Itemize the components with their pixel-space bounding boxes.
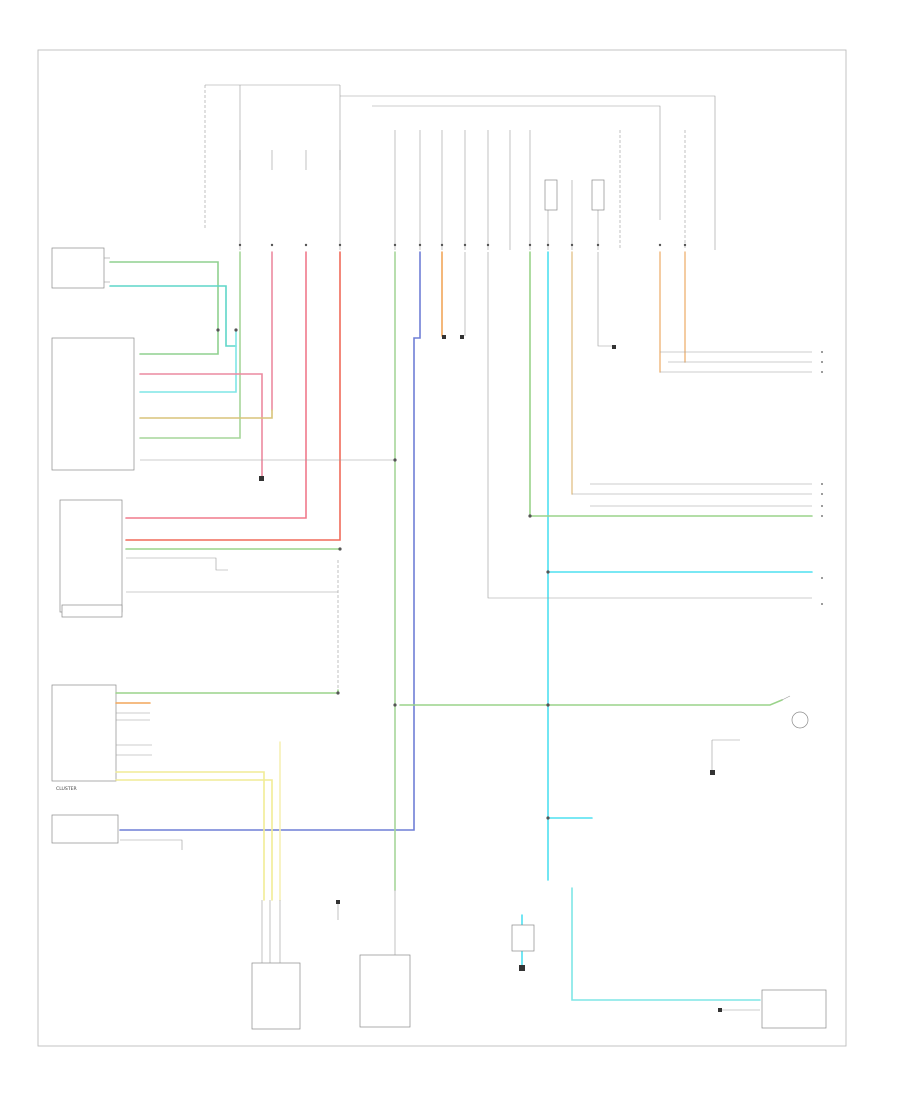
junction-dots bbox=[216, 328, 550, 820]
wire-pink-col-306 bbox=[125, 251, 307, 519]
steering-control-module bbox=[61, 604, 123, 618]
wire-tan-pcm bbox=[139, 409, 273, 419]
powertrain-control-module bbox=[51, 247, 135, 471]
cluster: CLUSTER bbox=[51, 684, 117, 792]
ground-icon bbox=[612, 345, 616, 349]
grounds bbox=[259, 335, 722, 1012]
wire-light-green-2 bbox=[139, 329, 219, 355]
fuse-block bbox=[204, 84, 716, 250]
wire-blue bbox=[119, 251, 421, 831]
ground-icon bbox=[442, 335, 464, 339]
diagram-frame bbox=[37, 49, 847, 1047]
junction-lamp bbox=[761, 989, 827, 1029]
wire-light-green-1 bbox=[109, 261, 219, 331]
ground-icon bbox=[710, 770, 715, 775]
ground-icon bbox=[519, 965, 525, 971]
brake-lamp-switch-lower bbox=[251, 900, 301, 1030]
wire-green-mid bbox=[399, 699, 783, 706]
wires bbox=[109, 251, 813, 1011]
connector-row-top bbox=[238, 243, 687, 247]
wire-teal-2 bbox=[139, 329, 237, 393]
terminal-marks bbox=[821, 351, 823, 605]
ground-icon bbox=[259, 476, 264, 481]
ground-icon bbox=[718, 1008, 722, 1012]
wire-red-stop bbox=[125, 251, 341, 541]
wire-cyan-right bbox=[571, 887, 761, 1001]
center-switch bbox=[511, 924, 535, 952]
brake-fluid-level-switch bbox=[337, 890, 411, 1028]
brake-switch bbox=[51, 814, 119, 844]
junction-right bbox=[781, 695, 809, 729]
wire-pink-h bbox=[139, 373, 263, 479]
wire-green-col-240 bbox=[139, 251, 241, 439]
stop-lamp-switch bbox=[59, 499, 123, 613]
wire-green-cluster bbox=[115, 689, 339, 694]
wire-yellow-cluster bbox=[115, 771, 265, 901]
ground-icon bbox=[336, 900, 340, 904]
wire-teal-1 bbox=[109, 285, 237, 347]
cluster-label: CLUSTER bbox=[56, 786, 78, 792]
